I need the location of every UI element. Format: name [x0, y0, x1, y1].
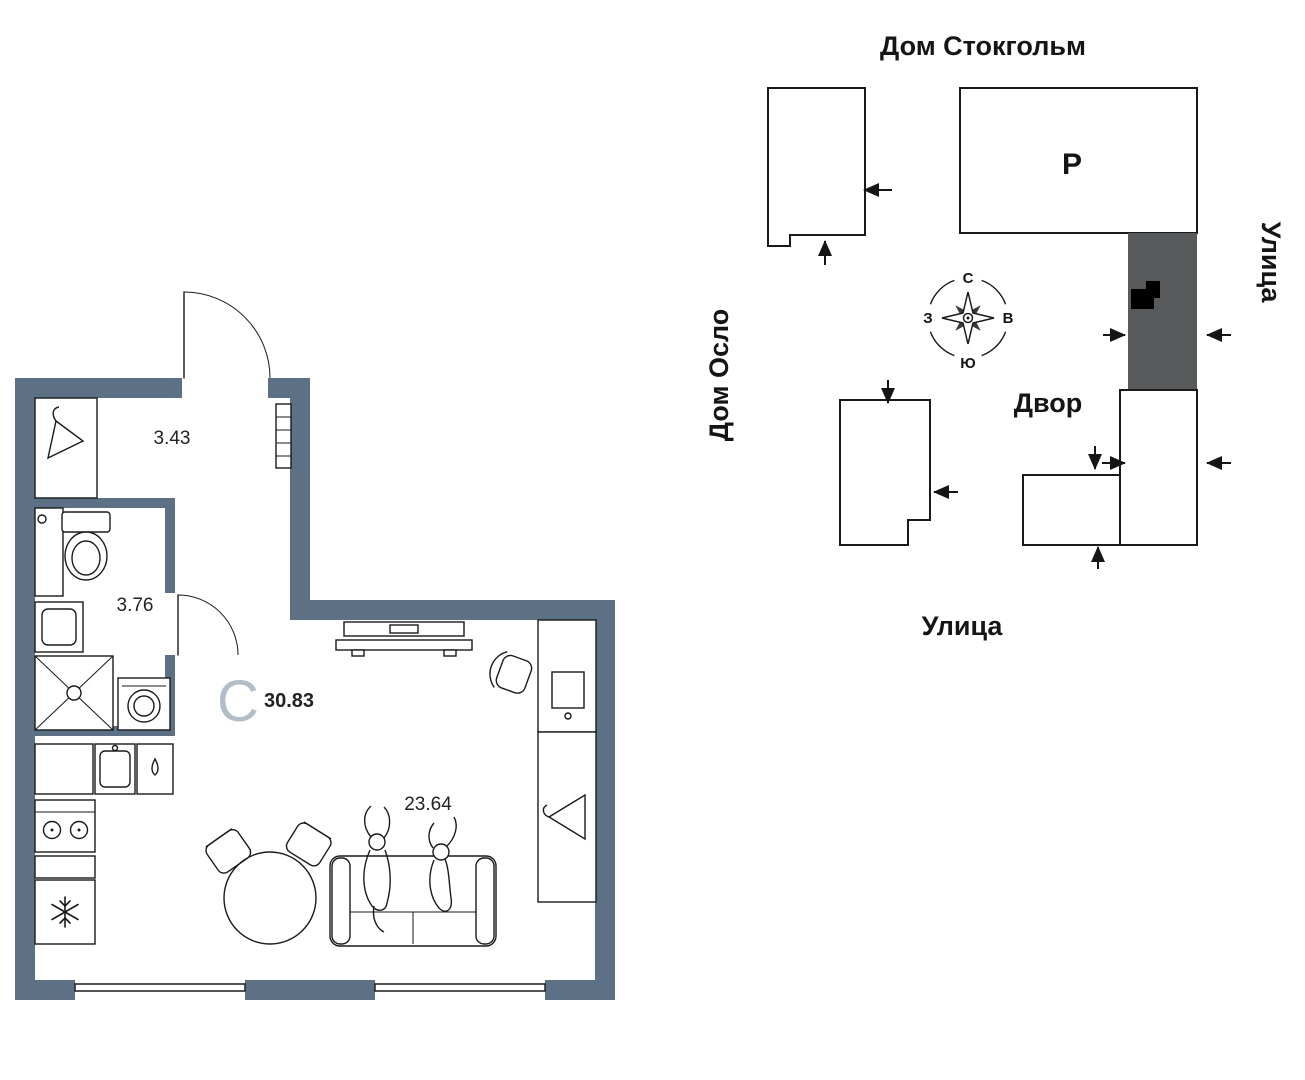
kitchen-sink-icon — [94, 743, 136, 795]
floor-plan: 3.43 3.76 С 30.83 23.64 — [15, 291, 615, 1000]
hall-area-label: 3.43 — [154, 428, 191, 449]
building-outline-a — [767, 87, 866, 247]
bath-sink-icon — [34, 601, 84, 653]
window-left — [74, 983, 246, 992]
window-right — [374, 983, 546, 992]
dining-chair-icon — [285, 821, 332, 867]
building-parking — [959, 87, 1198, 234]
entrance-arrow-icons — [818, 183, 1231, 569]
building-outline-b — [839, 399, 931, 546]
fridge-icon — [34, 879, 96, 945]
site-title: Дом Стокгольм — [880, 31, 1086, 61]
stove-icon — [34, 799, 96, 853]
tv-icon — [335, 621, 473, 657]
living-area-label: 23.64 — [404, 794, 452, 815]
desk-icon — [537, 619, 597, 733]
compass-east-label: В — [1003, 310, 1014, 327]
street-right-label: Улица — [1256, 222, 1286, 304]
closet-icon — [537, 731, 597, 903]
washing-machine-icon — [117, 677, 171, 731]
kitchen-drawer-icon — [34, 855, 96, 879]
person-figure-icon — [428, 816, 457, 912]
walls — [15, 378, 615, 1000]
site-plan: Дом Стокгольм Р — [704, 31, 1286, 641]
compass-rose-icon: С Ю З В — [923, 270, 1013, 372]
total-area-label: 30.83 — [264, 690, 314, 712]
building-outline-small — [1022, 474, 1121, 546]
location-marker-icon — [1131, 281, 1160, 309]
courtyard-label: Двор — [1014, 388, 1082, 418]
wardrobe-icon — [34, 397, 98, 499]
building-outline-column — [1119, 389, 1198, 546]
compass-south-label: Ю — [960, 355, 975, 372]
house-left-label: Дом Осло — [704, 309, 734, 441]
compass-north-label: С — [963, 270, 974, 287]
bathroom-area-label: 3.76 — [117, 595, 154, 616]
shower-icon — [34, 655, 114, 731]
dining-chair-icon — [205, 828, 252, 874]
street-bottom-label: Улица — [922, 611, 1004, 641]
person-figure-icon — [363, 805, 391, 933]
sofa-icon — [329, 855, 497, 947]
dishwasher-icon — [136, 743, 174, 795]
apartment-type-letter: С — [217, 669, 259, 734]
compass-west-label: З — [923, 310, 932, 327]
kitchen-counter-icon — [34, 743, 94, 795]
desk-chair-icon — [489, 651, 533, 694]
radiator-icon — [275, 403, 292, 469]
water-heater-icon — [34, 507, 64, 597]
parking-label: Р — [1062, 148, 1082, 181]
entrance-door — [183, 291, 271, 379]
bathroom-door — [177, 594, 239, 656]
highlighted-building — [1128, 233, 1197, 390]
toilet-icon — [61, 511, 111, 581]
dining-table-icon — [223, 851, 317, 945]
